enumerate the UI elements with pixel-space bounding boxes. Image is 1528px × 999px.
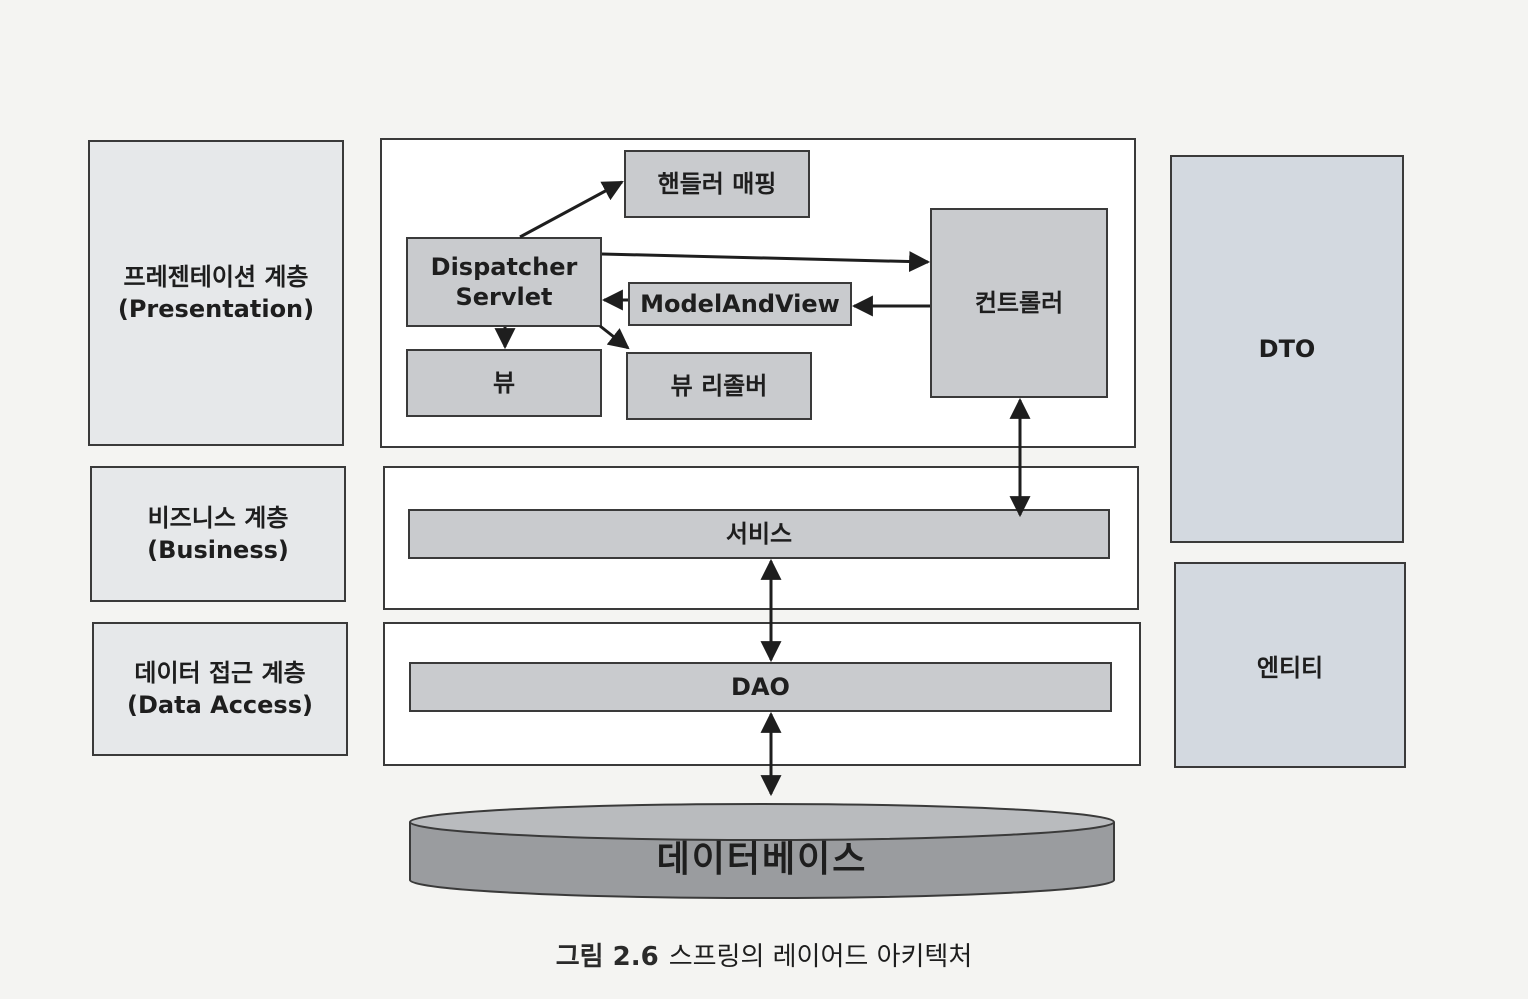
presentation-layer-subtitle: (Presentation) xyxy=(117,295,315,323)
model-and-view-label: ModelAndView xyxy=(640,290,840,318)
database-label: 데이터베이스 xyxy=(656,839,868,880)
model-and-view-box: ModelAndView xyxy=(628,282,852,326)
service-label: 서비스 xyxy=(725,520,793,548)
data-access-layer-label: 데이터 접근 계층 (Data Access) xyxy=(92,622,348,756)
business-layer-subtitle: (Business) xyxy=(147,536,289,564)
presentation-layer-title: 프레젠테이션 계층 xyxy=(123,263,309,291)
dao-label: DAO xyxy=(731,673,790,701)
figure-title: 스프링의 레이어드 아키텍처 xyxy=(668,942,973,972)
dto-label: DTO xyxy=(1258,335,1316,363)
dispatcher-servlet-label-2: Servlet xyxy=(455,283,553,311)
dispatcher-servlet-label-1: Dispatcher xyxy=(430,253,578,281)
dto-box: DTO xyxy=(1170,155,1404,543)
handler-mapping-label: 핸들러 매핑 xyxy=(657,170,777,198)
controller-label: 컨트롤러 xyxy=(974,289,1064,317)
data-access-layer-subtitle: (Data Access) xyxy=(127,691,313,719)
controller-box: 컨트롤러 xyxy=(930,208,1108,398)
view-label: 뷰 xyxy=(492,369,516,397)
entity-label: 엔티티 xyxy=(1256,653,1324,682)
service-bar: 서비스 xyxy=(408,509,1110,559)
dao-bar: DAO xyxy=(409,662,1112,712)
figure-caption: 그림 2.6 스프링의 레이어드 아키텍처 xyxy=(0,936,1528,973)
handler-mapping-box: 핸들러 매핑 xyxy=(624,150,810,218)
view-resolver-label: 뷰 리졸버 xyxy=(670,372,768,400)
business-layer-title: 비즈니스 계층 xyxy=(147,504,289,532)
figure-number: 그림 2.6 xyxy=(555,942,659,972)
dispatcher-servlet-box: Dispatcher Servlet xyxy=(406,237,602,327)
data-access-layer-title: 데이터 접근 계층 xyxy=(134,659,306,687)
view-resolver-box: 뷰 리졸버 xyxy=(626,352,812,420)
view-box: 뷰 xyxy=(406,349,602,417)
entity-box: 엔티티 xyxy=(1174,562,1406,768)
presentation-layer-label: 프레젠테이션 계층 (Presentation) xyxy=(88,140,344,446)
business-layer-label: 비즈니스 계층 (Business) xyxy=(90,466,346,602)
